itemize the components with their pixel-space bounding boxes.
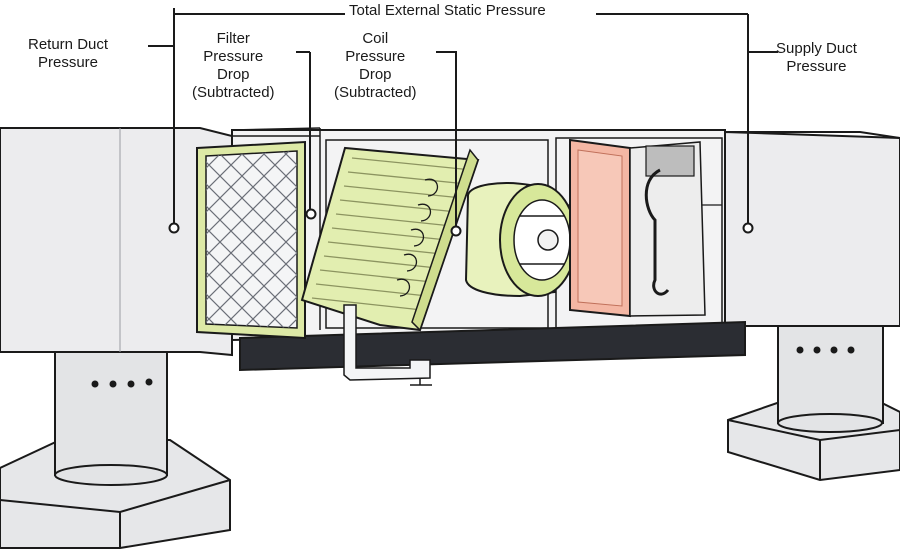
condensate-drain <box>343 304 432 386</box>
supply-pressure-point <box>742 222 754 234</box>
right-support-stand <box>727 317 900 482</box>
bolt-dot <box>813 346 821 354</box>
evaporator-coil <box>300 146 480 332</box>
filter-pressure-drop-label: Filter Pressure Drop (Subtracted) <box>192 30 275 101</box>
filter <box>196 140 306 340</box>
coil-pressure-point <box>450 225 462 237</box>
filter-pressure-point <box>305 208 317 220</box>
bolt-dot <box>796 346 804 354</box>
bolt-dot <box>847 346 855 354</box>
coil-pressure-drop-label: Coil Pressure Drop (Subtracted) <box>334 30 417 101</box>
bolt-dot <box>127 380 135 388</box>
return-pressure-point <box>168 222 180 234</box>
return-duct-pressure-label: Return Duct Pressure <box>28 36 109 71</box>
heater-element <box>569 138 706 318</box>
bolt-dot <box>109 380 117 388</box>
bolt-dot <box>145 378 153 386</box>
blower <box>464 182 577 298</box>
leader-lines <box>148 8 778 228</box>
supply-duct-pressure-label: Supply Duct Pressure <box>776 40 857 75</box>
drain-pan-base <box>239 320 746 372</box>
left-support-stand <box>0 339 231 549</box>
bolt-dot <box>91 380 99 388</box>
bolt-dot <box>830 346 838 354</box>
total-external-static-pressure-label: Total External Static Pressure <box>345 2 550 20</box>
